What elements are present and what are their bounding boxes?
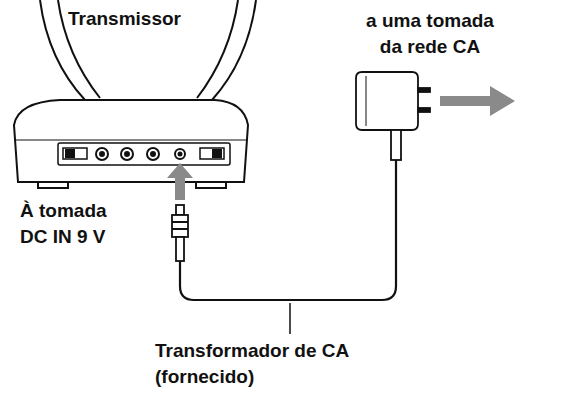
jack	[100, 152, 104, 156]
plug-tip	[176, 205, 184, 215]
cable	[180, 160, 396, 300]
dc-jack	[179, 153, 182, 156]
leader-line	[289, 303, 291, 334]
adapter-edge	[366, 76, 367, 126]
jack	[151, 152, 155, 156]
prong	[418, 88, 430, 92]
foot	[196, 182, 226, 188]
dc-plug	[172, 205, 188, 261]
dc-jack	[175, 149, 185, 159]
jack	[96, 148, 108, 160]
body-edge	[16, 139, 246, 140]
switch	[200, 148, 224, 159]
ac-adapter	[356, 72, 430, 160]
jack	[125, 152, 129, 156]
plug-grip	[172, 222, 188, 229]
connector-label: À tomada DC IN 9 V	[20, 198, 122, 250]
plug-relief	[176, 237, 184, 261]
destination-label: a uma tomada da rede CA	[355, 8, 505, 60]
transmitter	[14, 0, 256, 188]
part-name: Transformador de CA (fornecido)	[155, 338, 380, 390]
hanger-arm	[212, 0, 256, 100]
switch	[63, 148, 87, 159]
switch-knob	[213, 150, 221, 157]
switch-knob	[66, 150, 74, 157]
rear-panel	[58, 143, 230, 165]
hanger-arm	[197, 0, 238, 98]
jack	[121, 148, 133, 160]
insert-arrow	[167, 163, 193, 200]
adapter-body	[356, 72, 418, 130]
transmitter-body	[14, 100, 248, 182]
foot	[38, 182, 68, 188]
plug-in-arrow	[440, 86, 515, 116]
plug-body	[172, 215, 188, 237]
adapter-relief	[391, 130, 401, 160]
part-name: Transmissor	[68, 6, 238, 32]
jack	[147, 148, 159, 160]
prong	[418, 108, 430, 112]
